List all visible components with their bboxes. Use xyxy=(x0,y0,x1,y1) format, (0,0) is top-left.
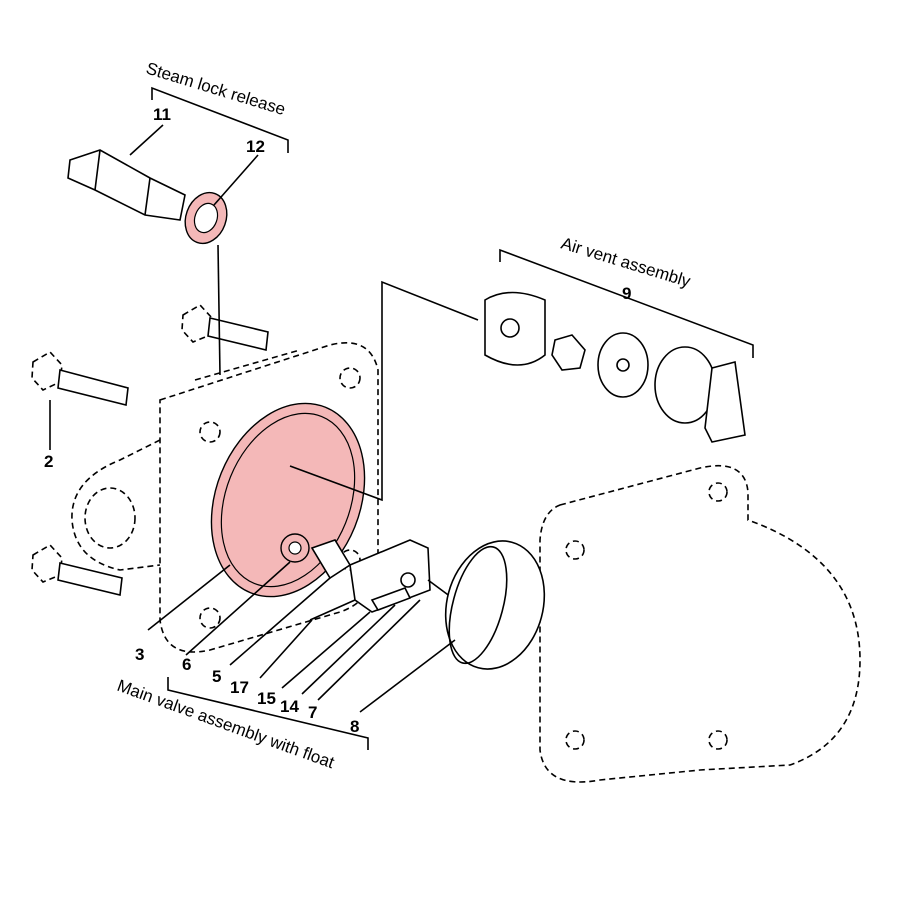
callout-2: 2 xyxy=(44,452,53,471)
steam-lock-release-part xyxy=(67,149,186,221)
bolt-left-lower xyxy=(31,543,123,596)
callout-8: 8 xyxy=(350,717,359,736)
leader-air-vent xyxy=(289,280,479,502)
air-vent-assembly-title: Air vent assembly xyxy=(559,234,693,292)
callout-17: 17 xyxy=(230,678,249,697)
float-chamber-cover xyxy=(539,464,861,783)
callout-12: 12 xyxy=(246,137,265,156)
callout-7: 7 xyxy=(308,703,317,722)
bolt-top xyxy=(181,303,269,351)
bracket-air-vent xyxy=(499,248,754,358)
bracket-main-valve xyxy=(167,677,369,750)
float-ball-8 xyxy=(444,540,546,670)
callout-6: 6 xyxy=(182,655,191,674)
bracket-steam-lock xyxy=(151,86,289,153)
air-vent-parts xyxy=(484,291,746,443)
callout-9: 9 xyxy=(622,284,631,303)
float-lever-assembly xyxy=(309,539,456,621)
callout-14: 14 xyxy=(280,697,299,716)
callout-11: 11 xyxy=(153,105,171,124)
callout-5: 5 xyxy=(212,667,221,686)
callout-3: 3 xyxy=(135,645,144,664)
main-valve-assembly-title: Main valve assembly with float xyxy=(115,676,338,772)
callout-15: 15 xyxy=(257,689,276,708)
leader-lines xyxy=(49,124,456,713)
bolt-left-upper xyxy=(31,350,129,406)
